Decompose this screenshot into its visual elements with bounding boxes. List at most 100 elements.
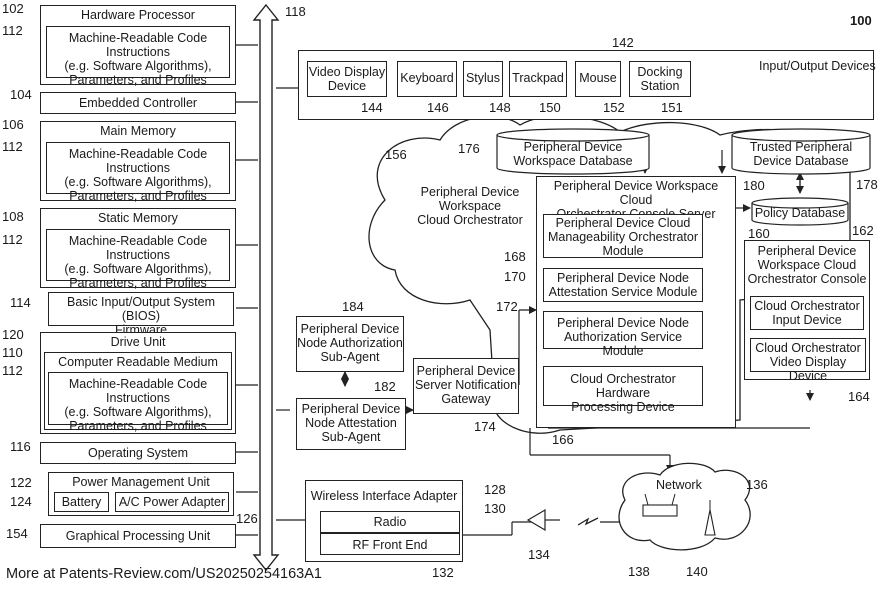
static-memory-title: Static Memory	[41, 211, 235, 225]
ref-142: 142	[612, 36, 634, 50]
ref-172: 172	[496, 300, 518, 314]
drive-unit-box: Drive Unit Computer Readable Medium Mach…	[40, 332, 236, 434]
trusted-db-label: Trusted Peripheral Device Database	[732, 140, 870, 168]
ref-112: 112	[2, 364, 23, 378]
code-instructions-box: Machine-Readable Code Instructions (e.g.…	[48, 372, 228, 425]
ref-124: 124	[10, 495, 32, 509]
rf-front-end-box: RF Front End	[320, 533, 460, 555]
code-instructions-box: Machine-Readable Code Instructions (e.g.…	[46, 142, 230, 194]
ac-adapter-box: A/C Power Adapter	[115, 492, 229, 512]
rf-front-end-label: RF Front End	[321, 538, 459, 552]
io-item-trackpad: Trackpad	[509, 61, 567, 97]
workspace-db-label: Peripheral Device Workspace Database	[497, 140, 649, 168]
ref-152: 152	[603, 101, 625, 115]
ref-154: 154	[6, 527, 28, 541]
orchestrator-input-box: Cloud Orchestrator Input Device	[750, 296, 864, 330]
hardware-processor-title: Hardware Processor	[41, 8, 235, 22]
embedded-controller-box: Embedded Controller	[40, 92, 236, 114]
ref-116: 116	[10, 440, 31, 454]
bus-ref: 118	[285, 5, 306, 19]
gpu-box: Graphical Processing Unit	[40, 524, 236, 548]
orchestrator-console-box: Peripheral Device Workspace Cloud Orches…	[744, 240, 870, 380]
io-item-label: Keyboard	[398, 71, 456, 85]
wireless-signal-icon	[578, 518, 598, 525]
ref-182: 182	[374, 380, 396, 394]
code-instructions-box: Machine-Readable Code Instructions (e.g.…	[46, 26, 230, 78]
ref-104: 104	[10, 88, 32, 102]
io-item-label: Docking Station	[630, 65, 690, 93]
io-item-mouse: Mouse	[575, 61, 621, 97]
battery-label: Battery	[55, 495, 108, 509]
ref-130: 130	[484, 502, 506, 516]
operating-system-title: Operating System	[41, 446, 235, 460]
ref-134: 134	[528, 548, 550, 562]
ref-166: 166	[552, 433, 574, 447]
hardware-processor-box: Hardware Processor Machine-Readable Code…	[40, 5, 236, 85]
main-memory-box: Main Memory Machine-Readable Code Instru…	[40, 121, 236, 201]
ref-110: 110	[2, 346, 23, 360]
ref-168: 168	[504, 250, 526, 264]
router-icon	[643, 505, 677, 516]
io-devices-title: Input/Output Devices	[759, 59, 876, 73]
ref-128: 128	[484, 483, 506, 497]
footer-source: More at Patents-Review.com/US20250254163…	[6, 566, 322, 582]
ref-114: 114	[10, 296, 31, 310]
io-item-keyboard: Keyboard	[397, 61, 457, 97]
ref-176: 176	[458, 142, 480, 156]
code-instructions-text: Machine-Readable Code Instructions (e.g.…	[47, 147, 229, 203]
battery-box: Battery	[54, 492, 109, 512]
ref-140: 140	[686, 565, 708, 579]
ref-156: 156	[385, 148, 407, 162]
console-server-box: Peripheral Device Workspace Cloud Orches…	[536, 176, 736, 428]
orchestrator-display-box: Cloud Orchestrator Video Display Device	[750, 338, 866, 372]
power-management-box: Power Management Unit Battery A/C Power …	[48, 472, 234, 516]
drive-unit-title: Drive Unit	[41, 335, 235, 349]
wireless-adapter-title: Wireless Interface Adapter	[306, 489, 462, 503]
ref-106: 106	[2, 118, 24, 132]
ref-146: 146	[427, 101, 449, 115]
bios-box: Basic Input/Output System (BIOS) Firmwar…	[48, 292, 234, 326]
ref-164: 164	[848, 390, 870, 404]
ref-184: 184	[342, 300, 364, 314]
system-bus	[254, 5, 278, 570]
main-memory-title: Main Memory	[41, 124, 235, 138]
attestation-subagent-box: Peripheral Device Node Attestation Sub-A…	[296, 398, 406, 450]
ref-148: 148	[489, 101, 511, 115]
code-instructions-box: Machine-Readable Code Instructions (e.g.…	[46, 229, 230, 281]
authorization-subagent-box: Peripheral Device Node Authorization Sub…	[296, 316, 404, 372]
manageability-module-box: Peripheral Device Cloud Manageability Or…	[543, 214, 703, 258]
ref-138: 138	[628, 565, 650, 579]
computer-readable-medium-title: Computer Readable Medium	[45, 355, 231, 369]
io-item-label: Mouse	[576, 71, 620, 85]
ref-136: 136	[746, 478, 768, 492]
bios-title: Basic Input/Output System (BIOS) Firmwar…	[49, 295, 233, 337]
io-item-label: Stylus	[464, 71, 502, 85]
io-item-video-display: Video Display Device	[307, 61, 387, 97]
authorization-subagent-label: Peripheral Device Node Authorization Sub…	[297, 322, 403, 364]
computer-readable-medium-box: Computer Readable Medium Machine-Readabl…	[44, 352, 232, 430]
ref-151: 151	[661, 101, 683, 115]
cloud-orchestrator-label: Peripheral Device Workspace Cloud Orches…	[410, 185, 530, 227]
policy-db-label: Policy Database	[752, 206, 848, 220]
attestation-subagent-label: Peripheral Device Node Attestation Sub-A…	[297, 402, 405, 444]
io-item-label: Trackpad	[510, 71, 566, 85]
ac-adapter-label: A/C Power Adapter	[116, 495, 228, 509]
authorization-module-box: Peripheral Device Node Authorization Ser…	[543, 311, 703, 349]
module-label: Peripheral Device Node Attestation Servi…	[544, 271, 702, 299]
power-management-title: Power Management Unit	[49, 475, 233, 489]
code-instructions-text: Machine-Readable Code Instructions (e.g.…	[49, 377, 227, 433]
ref-126: 126	[236, 512, 258, 526]
hardware-processing-box: Cloud Orchestrator Hardware Processing D…	[543, 366, 703, 406]
code-instructions-text: Machine-Readable Code Instructions (e.g.…	[47, 234, 229, 290]
ref-180: 180	[743, 179, 765, 193]
embedded-controller-title: Embedded Controller	[41, 96, 235, 110]
module-label: Peripheral Device Cloud Manageability Or…	[544, 216, 702, 258]
module-label: Peripheral Device Node Authorization Ser…	[544, 316, 702, 358]
static-memory-box: Static Memory Machine-Readable Code Inst…	[40, 208, 236, 288]
radio-box: Radio	[320, 511, 460, 533]
ref-102: 102	[2, 2, 24, 16]
ref-112: 112	[2, 24, 23, 38]
orchestrator-input-label: Cloud Orchestrator Input Device	[751, 299, 863, 327]
ref-132: 132	[432, 566, 454, 580]
